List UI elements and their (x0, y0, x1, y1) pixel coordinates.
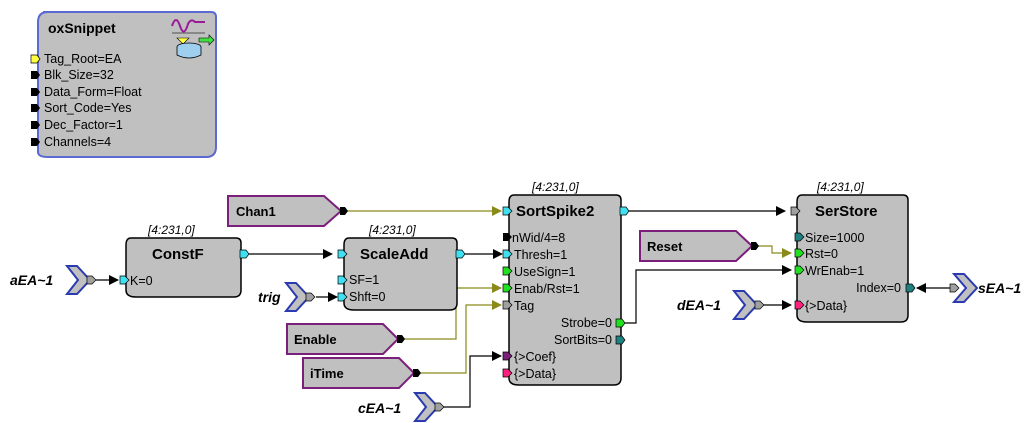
io-trig[interactable]: trig (258, 282, 316, 312)
port-data-form[interactable] (31, 88, 40, 96)
port-sort-code[interactable] (31, 104, 40, 112)
port-strobe[interactable] (615, 318, 626, 328)
waveform-database-icon (166, 13, 215, 59)
param-data-form: Data_Form=Float (44, 85, 142, 99)
tag-enable-label: Enable (294, 332, 337, 347)
scaleadd-rate: [4:231,0] (368, 223, 416, 237)
io-aea-label: aEA~1 (10, 272, 53, 288)
oxsnippet-title: oxSnippet (48, 20, 116, 36)
port-sortbits[interactable] (615, 335, 626, 345)
port-sortspike-data[interactable] (502, 368, 513, 378)
sortspike2-rate: [4:231,0] (531, 180, 579, 194)
sortspike-port-coef: {>Coef} (514, 350, 556, 364)
port-sortspike-top-out[interactable] (619, 206, 630, 216)
io-trig-label: trig (258, 289, 281, 305)
port-usesign[interactable] (502, 266, 513, 276)
scaleadd-port-sf: SF=1 (349, 273, 379, 287)
port-blk-size[interactable] (31, 71, 40, 79)
serstore-port-wrenab: WrEnab=1 (805, 264, 864, 278)
io-sea[interactable]: sEA~1 (949, 273, 1021, 303)
port-enabrst[interactable] (502, 283, 513, 293)
serstore-rate: [4:231,0] (816, 180, 864, 194)
wire-itime-to-tag (420, 300, 502, 374)
sortspike-port-thresh: Thresh=1 (514, 248, 567, 262)
param-channels: Channels=4 (44, 135, 111, 149)
port-thresh[interactable] (502, 249, 513, 259)
constf-port-k: K=0 (130, 274, 153, 288)
tag-enable[interactable]: Enable (286, 323, 405, 355)
port-nwid[interactable] (503, 233, 512, 241)
port-serstore-top-in[interactable] (790, 206, 801, 216)
wire-enable-to-enabrst (404, 283, 502, 340)
tag-reset-label: Reset (647, 239, 683, 254)
io-cea[interactable]: cEA~1 (358, 392, 445, 422)
serstore-port-rst: Rst=0 (805, 247, 838, 261)
wires (96, 206, 952, 408)
sortspike-port-usesign: UseSign=1 (514, 265, 576, 279)
wire-strobe-to-wrenab (624, 265, 792, 324)
port-sortspike-top-in[interactable] (502, 206, 513, 216)
port-k-in[interactable] (119, 275, 130, 285)
scaleadd-block[interactable]: [4:231,0] ScaleAdd SF=1 Shft=0 (337, 223, 466, 311)
scaleadd-title: ScaleAdd (360, 246, 428, 263)
port-index[interactable] (905, 283, 916, 293)
io-cea-label: cEA~1 (358, 400, 401, 416)
port-rst[interactable] (794, 248, 805, 258)
sortspike-port-nwid: nWid/4=8 (512, 231, 565, 245)
tag-reset[interactable]: Reset (639, 230, 759, 262)
tag-chan1[interactable]: Chan1 (227, 195, 348, 227)
serstore-block[interactable]: [4:231,0] SerStore Size=1000 Rst=0 WrEna… (790, 180, 916, 323)
port-scaleadd-out[interactable] (455, 249, 466, 259)
port-scaleadd-in[interactable] (337, 249, 348, 259)
param-sort-code: Sort_Code=Yes (44, 101, 131, 115)
param-dec-factor: Dec_Factor=1 (44, 118, 123, 132)
sortspike-port-tag: Tag (514, 299, 534, 313)
port-size[interactable] (794, 232, 805, 242)
sortspike2-title: SortSpike2 (516, 203, 594, 220)
port-tag-root[interactable] (30, 54, 41, 64)
io-aea[interactable]: aEA~1 (10, 265, 97, 295)
sortspike-port-data: {>Data} (514, 367, 556, 381)
oxsnippet-block[interactable]: oxSnippet Tag_Root=EA Blk_Size=32 Data_F… (30, 11, 217, 158)
param-blk-size: Blk_Size=32 (44, 68, 114, 82)
wire-cea-to-coef (441, 351, 502, 408)
port-shft[interactable] (337, 292, 348, 302)
sortspike-port-sortbits: SortBits=0 (554, 333, 612, 347)
serstore-port-data: {>Data} (805, 299, 847, 313)
tag-chan1-label: Chan1 (236, 204, 276, 219)
port-coef[interactable] (502, 351, 513, 361)
sortspike2-block[interactable]: [4:231,0] SortSpike2 nWid/4=8 Thresh=1 U… (502, 180, 630, 386)
constf-block[interactable]: [4:231,0] ConstF K=0 (119, 223, 250, 298)
io-dea-label: dEA~1 (677, 297, 721, 313)
port-tag[interactable] (502, 300, 513, 310)
tag-itime[interactable]: iTime (302, 357, 421, 389)
constf-rate: [4:231,0] (147, 223, 195, 237)
tag-itime-label: iTime (310, 366, 344, 381)
port-serstore-data[interactable] (794, 300, 805, 310)
scaleadd-port-shft: Shft=0 (349, 290, 386, 304)
io-dea[interactable]: dEA~1 (677, 290, 765, 320)
param-tag-root: Tag_Root=EA (44, 52, 122, 66)
serstore-title: SerStore (815, 203, 878, 220)
serstore-port-index: Index=0 (856, 281, 901, 295)
wire-reset-to-rst (757, 245, 792, 258)
port-channels[interactable] (31, 138, 40, 146)
port-wrenab[interactable] (794, 265, 805, 275)
io-sea-label: sEA~1 (978, 280, 1021, 296)
serstore-port-size: Size=1000 (805, 231, 864, 245)
constf-title: ConstF (152, 246, 204, 263)
port-sf[interactable] (337, 275, 348, 285)
port-constf-out[interactable] (239, 249, 250, 259)
sortspike-port-strobe: Strobe=0 (561, 316, 612, 330)
port-dec-factor[interactable] (31, 121, 40, 129)
oxsnippet-params: Tag_Root=EA Blk_Size=32 Data_Form=Float … (30, 52, 142, 149)
sortspike-port-enabrst: Enab/Rst=1 (514, 282, 580, 296)
